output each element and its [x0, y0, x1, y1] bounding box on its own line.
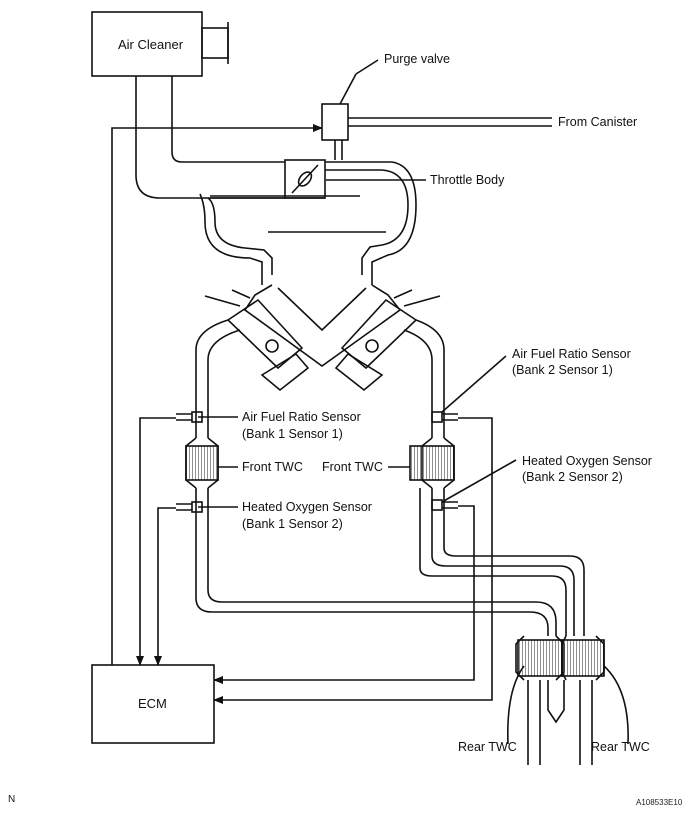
from-canister-label: From Canister — [558, 115, 638, 129]
purge-control-wire — [111, 124, 323, 665]
surge-tank — [207, 169, 409, 275]
front-twc-right-label: Front TWC — [322, 460, 383, 474]
af-bank1-signal-wire — [136, 417, 176, 666]
rear-twc-left-label: Rear TWC — [458, 740, 517, 754]
af-sensor-bank2-label-2: (Bank 2 Sensor 1) — [512, 363, 613, 377]
af-bank2-signal-wire — [213, 417, 493, 704]
purge-valve — [321, 103, 349, 141]
ecm-box — [91, 664, 215, 744]
af-sensor-bank2-label-1: Air Fuel Ratio Sensor — [512, 347, 631, 361]
throttle-body-label: Throttle Body — [430, 173, 505, 187]
intake-duct — [135, 76, 285, 199]
front-twc-right — [409, 445, 455, 481]
bank1-exhaust-pipe — [195, 319, 241, 438]
air-cleaner-label: Air Cleaner — [118, 37, 184, 52]
ho2-sensor-bank1-label-2: (Bank 1 Sensor 2) — [242, 517, 343, 531]
ho2-sensor-bank2 — [431, 499, 443, 511]
ecm-label: ECM — [138, 696, 167, 711]
ho2-bank1-signal-wire — [154, 507, 176, 666]
af-sensor-bank2 — [431, 411, 443, 423]
front-twc-left — [185, 445, 219, 481]
purge-valve-label: Purge valve — [384, 52, 451, 66]
af-sensor-bank1-label-1: Air Fuel Ratio Sensor — [242, 410, 361, 424]
ho2-bank2-signal-wire — [213, 505, 475, 684]
ho2-sensor-bank2-label-2: (Bank 2 Sensor 2) — [522, 470, 623, 484]
af-sensor-bank1-label-2: (Bank 1 Sensor 1) — [242, 427, 343, 441]
rear-twc-right — [561, 639, 605, 677]
ho2-sensor-bank2-label-1: Heated Oxygen Sensor — [522, 454, 652, 468]
figure-code: A108533E10 — [636, 798, 683, 807]
air-cleaner-snout — [201, 27, 229, 59]
rear-twc-right-label: Rear TWC — [591, 740, 650, 754]
rear-twc-left — [517, 639, 563, 677]
ho2-sensor-bank1-label-1: Heated Oxygen Sensor — [242, 500, 372, 514]
bank2-exhaust-pipe — [403, 319, 445, 438]
engine-block — [243, 284, 402, 367]
corner-code: N — [8, 794, 16, 805]
front-twc-left-label: Front TWC — [242, 460, 303, 474]
